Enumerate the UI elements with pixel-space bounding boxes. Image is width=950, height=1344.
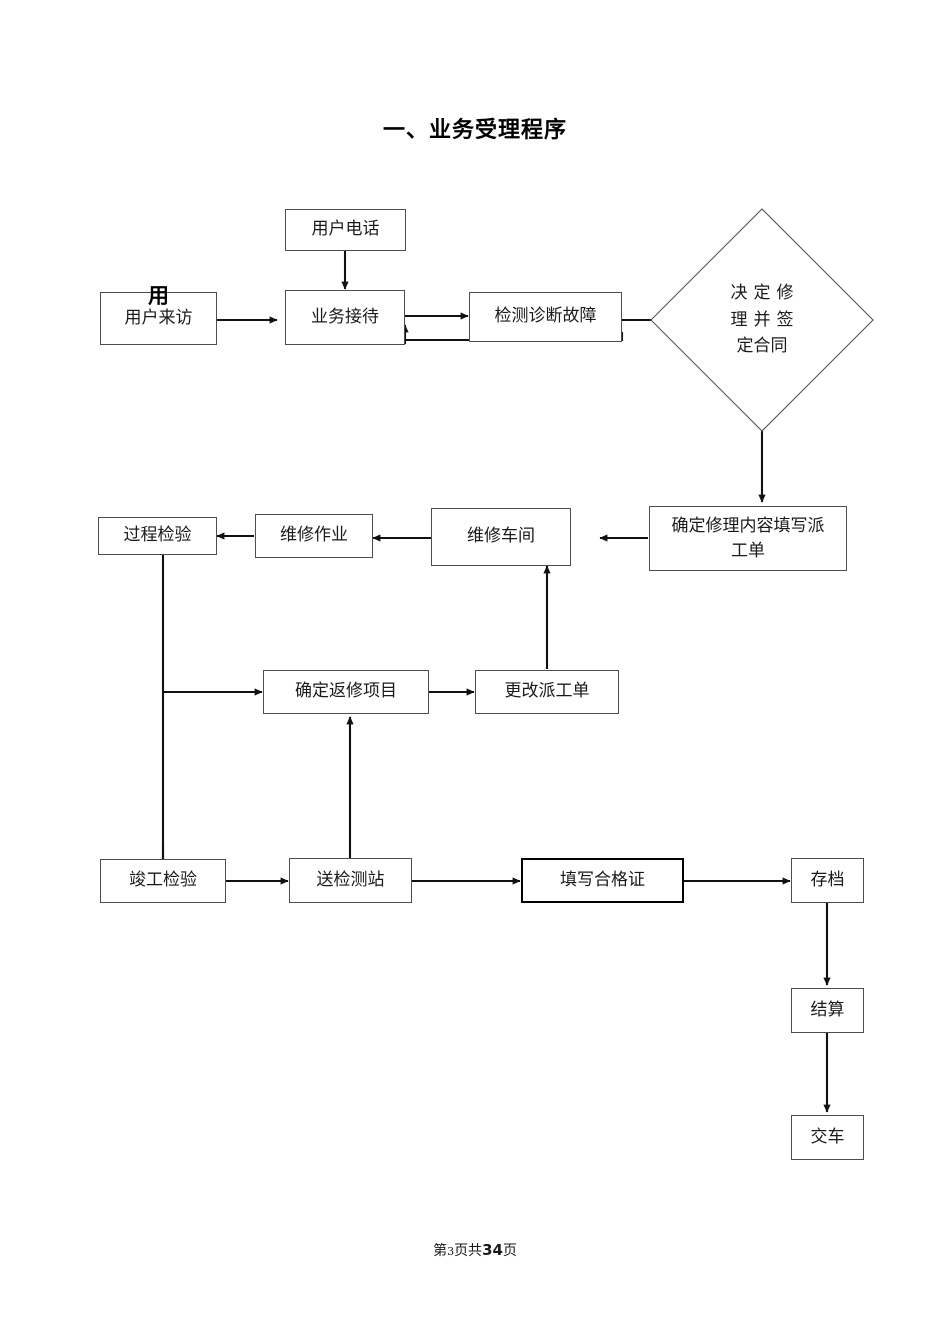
page-footer: 第3页共34页	[0, 1240, 950, 1260]
node-certificate-label: 填写合格证	[560, 869, 645, 890]
node-deliver[interactable]: 交车	[791, 1115, 864, 1160]
node-work-order-line-1: 确定修理内容填写派	[671, 515, 825, 536]
node-deliver-label: 交车	[810, 1126, 845, 1147]
node-rework-items[interactable]: 确定返修项目	[263, 670, 429, 714]
page-title: 一、业务受理程序	[382, 118, 567, 143]
node-archive[interactable]: 存档	[791, 858, 864, 903]
node-final-check-label: 竣工检验	[129, 870, 197, 891]
footer-middle: 页共	[454, 1243, 483, 1259]
node-settlement[interactable]: 结算	[791, 988, 864, 1033]
decide-line-2: 理并签	[730, 309, 800, 330]
node-work-order[interactable]: 确定修理内容填写派 工单	[649, 506, 847, 571]
node-diagnose-label: 检测诊断故障	[494, 306, 597, 327]
node-customer-call[interactable]: 用户电话	[285, 209, 406, 251]
node-archive-label: 存档	[810, 869, 845, 890]
node-decide-contract[interactable]: 决定修 理并签 定合同	[650, 208, 874, 432]
node-certificate[interactable]: 填写合格证	[521, 858, 684, 903]
node-work-order-line-2: 工单	[731, 540, 765, 561]
node-rework-items-label: 确定返修项目	[295, 681, 397, 702]
node-change-order[interactable]: 更改派工单	[475, 670, 619, 714]
decide-line-1: 决定修	[730, 283, 800, 304]
node-customer-visit[interactable]: 用户来访	[100, 292, 217, 345]
node-change-order-label: 更改派工单	[504, 681, 590, 702]
node-send-station[interactable]: 送检测站	[289, 858, 412, 903]
node-process-check[interactable]: 过程检验	[98, 517, 217, 555]
node-repair-work[interactable]: 维修作业	[255, 514, 373, 558]
node-send-station-label: 送检测站	[316, 869, 385, 890]
node-final-check[interactable]: 竣工检验	[100, 859, 226, 903]
node-repair-shop[interactable]: 维修车间	[431, 508, 571, 566]
decide-line-3: 定合同	[736, 336, 788, 357]
node-reception-label: 业务接待	[311, 306, 379, 327]
node-reception[interactable]: 业务接待	[285, 290, 405, 345]
footer-prefix: 第	[433, 1243, 448, 1259]
node-repair-shop-label: 维修车间	[467, 526, 535, 547]
node-settlement-label: 结算	[810, 999, 845, 1020]
node-decide-contract-label: 决定修 理并签 定合同	[683, 241, 841, 399]
overlay-glyph-yong: 用	[148, 284, 169, 308]
footer-suffix: 页	[502, 1243, 517, 1259]
node-repair-work-label: 维修作业	[280, 525, 348, 546]
node-customer-visit-label: 用户来访	[124, 307, 193, 328]
node-process-check-label: 过程检验	[123, 525, 192, 546]
node-customer-call-label: 用户电话	[311, 219, 380, 240]
footer-total-pages: 34	[482, 1241, 503, 1259]
footer-page-number: 3	[447, 1245, 455, 1258]
node-diagnose[interactable]: 检测诊断故障	[469, 292, 622, 342]
